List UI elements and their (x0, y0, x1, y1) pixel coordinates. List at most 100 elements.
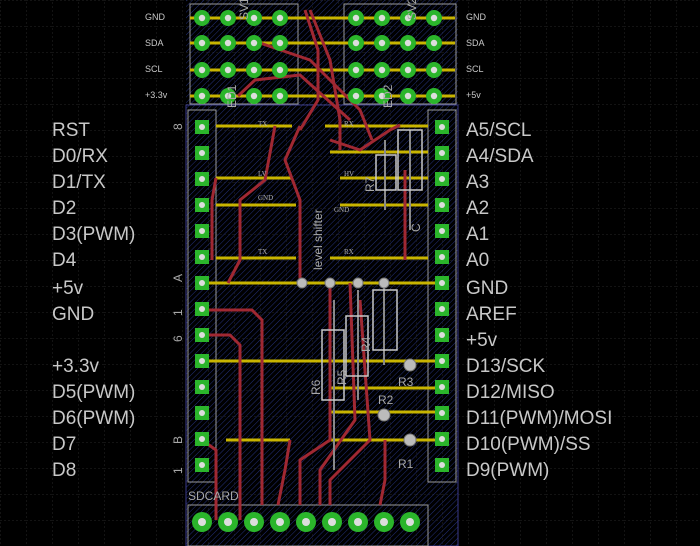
pad-hole (224, 39, 232, 47)
pad-markers: TX RX TX RX LV HV GND GND (258, 120, 354, 256)
sv2-label: SV2 (405, 0, 419, 20)
pin-label: D4 (52, 250, 77, 271)
left-header-pads (195, 120, 209, 472)
header-outlines (187, 3, 457, 546)
level-shifter-label: level shifter (311, 209, 325, 270)
pad-hole (439, 280, 445, 286)
ed1-label: ED1 (225, 84, 239, 108)
pad-hole (199, 124, 205, 130)
pad-hole (224, 92, 232, 100)
r5-label: R5 (335, 369, 349, 385)
pin-label: D9(PWM) (466, 460, 549, 481)
pin-label: +5v (52, 278, 84, 299)
sdcard-header-pads (192, 512, 420, 532)
pin-label: D8 (52, 460, 76, 481)
top-label: SDA (466, 38, 485, 48)
pad-hole (439, 332, 445, 338)
pad-hole (439, 462, 445, 468)
side-marker: B (171, 436, 185, 444)
side-marker: 6 (171, 335, 185, 342)
pad-hole (199, 358, 205, 364)
pad-hole (199, 202, 205, 208)
pad-hole (250, 518, 258, 526)
pad-hole (199, 306, 205, 312)
r4-label: R4 (359, 336, 373, 352)
copper-traces (201, 9, 407, 520)
side-marker: A (171, 274, 185, 282)
pin-label: D13/SCK (466, 356, 546, 377)
pad-hole (199, 254, 205, 260)
vias (296, 277, 417, 447)
pad-hole (199, 332, 205, 338)
pad-marker: RX (344, 120, 354, 128)
side-marker: 8 (171, 123, 185, 130)
pad-hole (198, 66, 206, 74)
pin-label: D1/TX (52, 172, 106, 193)
pad-hole (354, 518, 362, 526)
pad-hole (250, 14, 258, 22)
r6-label: R6 (309, 379, 323, 395)
pad-hole (276, 66, 284, 74)
pad-hole (198, 39, 206, 47)
pin-label: A5/SCL (466, 120, 531, 141)
pad-hole (439, 410, 445, 416)
pin-label: D7 (52, 434, 76, 455)
pad-marker: TX (258, 120, 267, 128)
pad-marker: GND (258, 194, 273, 202)
top-label: SDA (145, 38, 164, 48)
pad-hole (352, 39, 360, 47)
top-header-pads (194, 10, 442, 104)
top-label: GND (145, 12, 166, 22)
pad-hole (199, 384, 205, 390)
r3-label: R3 (398, 375, 414, 389)
component-labels: R3 R2 R1 R4 R5 R6 R7 C SV1 SV2 ED1 ED2 (225, 0, 423, 471)
pad-marker: LV (258, 170, 267, 178)
right-header-pads (435, 120, 449, 472)
r2-label: R2 (378, 393, 394, 407)
pad-hole (378, 39, 386, 47)
resistor-bodies (321, 129, 423, 401)
pad-hole (430, 66, 438, 74)
right-pin-labels: A5/SCL A4/SDA A3 A2 A1 A0 GND AREF +5v D… (466, 120, 612, 481)
pad-hole (439, 176, 445, 182)
ed2-label: ED2 (381, 84, 395, 108)
pad-hole (224, 14, 232, 22)
side-markers: 8 A 1 6 B 1 (171, 123, 185, 474)
pad-hole (199, 410, 205, 416)
top-label: GND (466, 12, 487, 22)
pin-label: +5v (466, 330, 498, 351)
pad-hole (380, 518, 388, 526)
c-label: C (409, 223, 423, 232)
pad-hole (276, 14, 284, 22)
side-marker: 1 (171, 309, 185, 316)
board-outline (185, 0, 459, 546)
pad-hole (404, 39, 412, 47)
pin-label: AREF (466, 304, 517, 325)
pad-hole (352, 14, 360, 22)
pin-label: D3(PWM) (52, 224, 135, 245)
top-label: +5v (466, 90, 481, 100)
pad-hole (378, 14, 386, 22)
pad-marker: HV (344, 170, 354, 178)
pad-hole (378, 66, 386, 74)
pad-marker: RX (344, 248, 354, 256)
pad-hole (276, 39, 284, 47)
pin-label: D2 (52, 198, 76, 219)
pad-hole (439, 384, 445, 390)
r7-label: R7 (363, 176, 377, 192)
pin-label: A4/SDA (466, 146, 534, 167)
pad-hole (199, 436, 205, 442)
pad-hole (199, 280, 205, 286)
pad-hole (250, 66, 258, 74)
board-rails (202, 124, 444, 442)
pad-hole (276, 518, 284, 526)
side-marker: 1 (171, 467, 185, 474)
pin-label: RST (52, 120, 90, 141)
pad-marker: GND (334, 206, 349, 214)
pad-hole (378, 92, 386, 100)
pin-label: D11(PWM)/MOSI (466, 408, 612, 429)
pad-hole (439, 228, 445, 234)
pad-hole (302, 518, 310, 526)
